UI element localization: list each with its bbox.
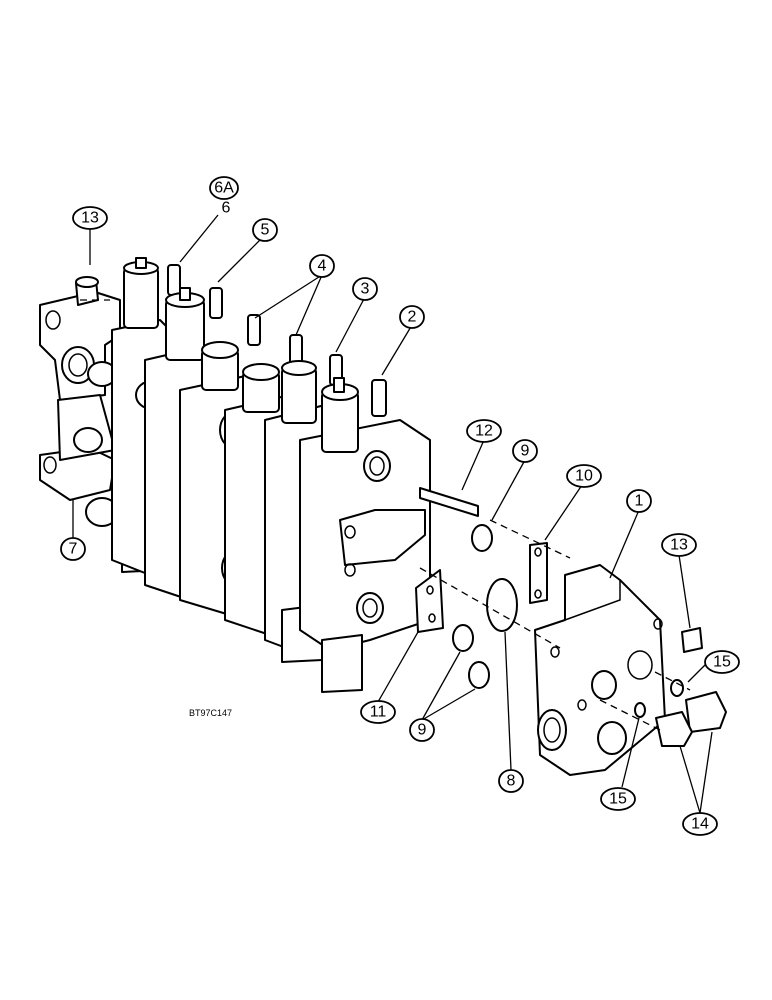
- callout-9-top: 9: [512, 439, 538, 463]
- callout-6a: 6A: [209, 176, 239, 200]
- callout-6a-label: 6A: [214, 180, 234, 197]
- callout-5: 5: [252, 218, 278, 242]
- callout-2: 2: [399, 305, 425, 329]
- callout-4-label: 4: [318, 258, 327, 275]
- callout-11-label: 11: [370, 704, 387, 721]
- callout-14: 14: [682, 812, 718, 836]
- figure-code: BT97C147: [189, 708, 232, 718]
- callout-13-top-label: 13: [81, 210, 99, 227]
- callout-9-top-label: 9: [521, 443, 530, 460]
- callout-12: 12: [466, 419, 502, 443]
- callout-2-label: 2: [408, 309, 417, 326]
- callout-6: 6: [222, 200, 231, 217]
- callout-8-label: 8: [507, 773, 516, 790]
- callout-15-top-label: 15: [713, 654, 731, 671]
- callout-3: 3: [352, 277, 378, 301]
- callout-15-bottom: 15: [600, 787, 636, 811]
- callout-7-label: 7: [69, 541, 78, 558]
- callout-4: 4: [309, 254, 335, 278]
- callout-13-right: 13: [661, 533, 697, 557]
- callout-14-label: 14: [691, 816, 709, 833]
- callout-12-label: 12: [475, 423, 493, 440]
- callout-9-bottom-label: 9: [418, 722, 427, 739]
- callout-10: 10: [566, 464, 602, 488]
- callout-15-bottom-label: 15: [609, 791, 627, 808]
- callouts: 6A 6 13 5 4 3 2 12 9: [60, 176, 740, 836]
- callout-11: 11: [360, 700, 396, 724]
- callout-13-top: 13: [72, 206, 108, 230]
- callout-6-label: 6: [222, 200, 231, 217]
- callout-1-label: 1: [635, 493, 644, 510]
- leader-lines: [72, 214, 713, 814]
- callout-7: 7: [60, 537, 86, 561]
- callout-13-right-label: 13: [670, 537, 688, 554]
- callout-3-label: 3: [361, 281, 370, 298]
- callout-5-label: 5: [261, 222, 270, 239]
- control-valve-assembly: [39, 257, 479, 693]
- callout-10-label: 10: [575, 468, 593, 485]
- callout-1: 1: [626, 489, 652, 513]
- callout-9-bottom: 9: [409, 718, 435, 742]
- assembly-lines: [80, 299, 691, 731]
- small-parts: [75, 276, 727, 776]
- callout-8: 8: [498, 769, 524, 793]
- callout-15-top: 15: [704, 650, 740, 674]
